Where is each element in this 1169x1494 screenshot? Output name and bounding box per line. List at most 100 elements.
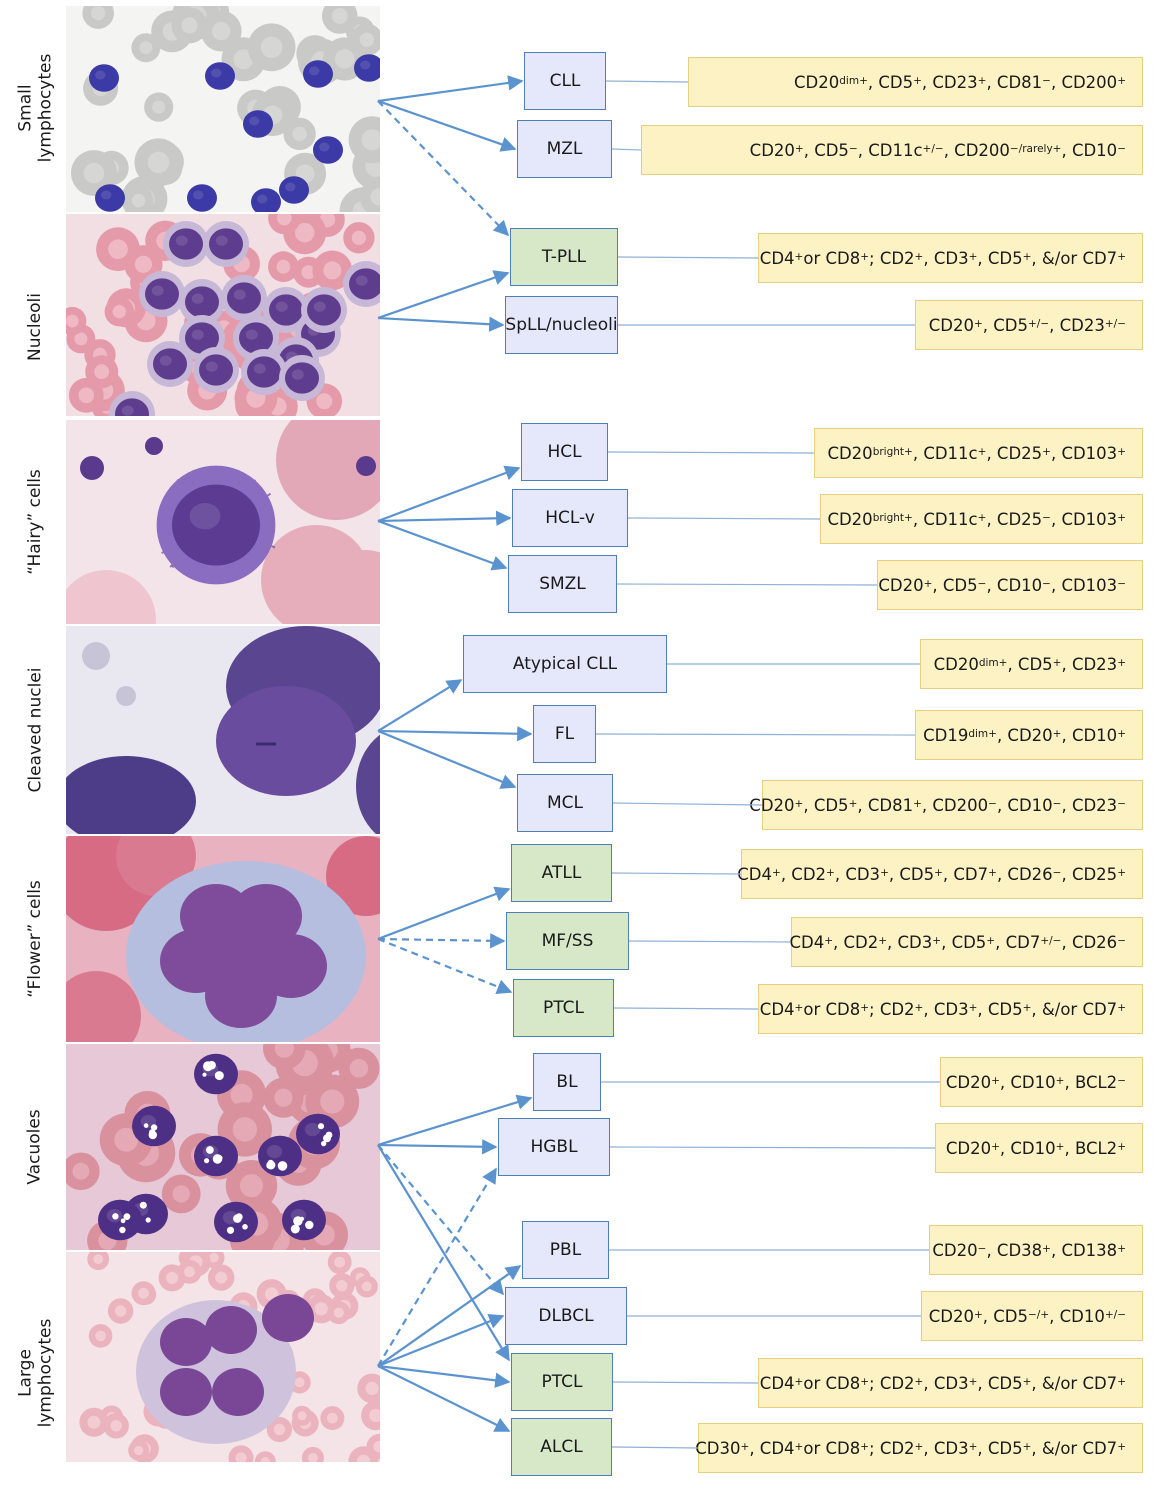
- arrow-vacuoles-to-bl: [377, 1094, 533, 1147]
- marker-name: , CD5: [982, 315, 1028, 335]
- marker-name: , CD5: [977, 1373, 1023, 1393]
- marker-name: , CD5: [803, 140, 849, 160]
- marker-name: , CD26: [1061, 932, 1118, 952]
- marker-name: , CD10: [999, 1072, 1056, 1092]
- arrow-small-lymphocytes-to-mzl: [377, 99, 517, 152]
- arrow-flower-cells-to-atll: [377, 886, 511, 941]
- marker-profile-hgbl: CD20+, CD10+, BCL2+: [935, 1123, 1143, 1173]
- marker-name: CD20: [827, 509, 873, 529]
- marker-name: , CD10: [1061, 140, 1118, 160]
- marker-profile-ptcl-2: CD4+ or CD8+; CD2+, CD3+, CD5+, &/or CD7…: [758, 1358, 1143, 1408]
- diagnosis-box-cll: CLL: [524, 52, 606, 110]
- marker-profile-t-pll: CD4+ or CD8+; CD2+, CD3+, CD5+, &/or CD7…: [758, 233, 1143, 283]
- marker-name: , &/or CD7: [1031, 1438, 1118, 1458]
- marker-name: , CD10: [986, 575, 1043, 595]
- connector-ptcl-1: [613, 1007, 759, 1010]
- marker-name: , CD26: [996, 864, 1053, 884]
- diagnosis-box-alcl: ALCL: [511, 1418, 612, 1476]
- arrow-hairy-cells-to-hcl: [377, 465, 521, 523]
- marker-profile-smzl: CD20+, CD5−, CD10−, CD103−: [877, 560, 1143, 610]
- marker-name: CD19: [923, 725, 969, 745]
- arrow-large-lymphocytes-to-ptcl-2: [377, 1364, 511, 1388]
- marker-name: , CD11c: [857, 140, 923, 160]
- marker-name: or CD8: [803, 999, 861, 1019]
- marker-name: , CD7: [995, 932, 1041, 952]
- marker-name: CD4: [759, 248, 795, 268]
- marker-name: CD4: [759, 999, 795, 1019]
- arrow-large-lymphocytes-to-dlbcl: [377, 1313, 505, 1368]
- connector-ptcl-2: [612, 1381, 759, 1384]
- diagnosis-box-ptcl-1: PTCL: [513, 979, 614, 1037]
- marker-name: , CD10: [996, 795, 1053, 815]
- blood-smear-large-lymphocytes: [66, 1252, 380, 1462]
- marker-name: CD20: [945, 1072, 992, 1092]
- marker-name: , CD5: [932, 575, 978, 595]
- arrow-nucleoli-to-spll-nucleoli: [377, 316, 505, 332]
- marker-name: , CD2: [833, 932, 879, 952]
- diagnosis-box-fl: FL: [533, 705, 596, 763]
- connector-mcl: [612, 802, 763, 806]
- marker-name: , CD4: [749, 1438, 795, 1458]
- marker-name: CD20: [878, 575, 924, 595]
- marker-name: , &/or CD7: [1031, 1373, 1118, 1393]
- marker-name: ; CD2: [869, 999, 915, 1019]
- marker-name: ; CD2: [869, 1438, 915, 1458]
- arrow-cleaved-nuclei-to-mcl: [377, 729, 517, 789]
- arrow-cleaved-nuclei-to-atypical-cll: [377, 679, 463, 732]
- diagnosis-box-hcl: HCL: [521, 423, 608, 481]
- marker-name: CD20: [749, 140, 795, 160]
- marker-name: , &/or CD7: [1031, 248, 1118, 268]
- marker-name: , CD200: [943, 140, 1010, 160]
- marker-name: , CD200: [921, 795, 989, 815]
- marker-name: CD20: [933, 654, 979, 674]
- diagnosis-box-mzl: MZL: [517, 120, 612, 178]
- connector-smzl: [616, 583, 878, 586]
- diagnosis-box-atll: ATLL: [511, 844, 612, 902]
- diagnosis-box-spll-nucleoli: SpLL/nucleoli: [505, 296, 618, 354]
- marker-name: , CD3: [923, 999, 969, 1019]
- marker-name: , CD23: [1061, 654, 1118, 674]
- arrow-vacuoles-to-ptcl-2: [377, 1144, 510, 1362]
- blood-smear-flower-cell: [66, 836, 380, 1042]
- marker-name: , CD23: [921, 72, 978, 92]
- marker-name: , CD5: [803, 795, 849, 815]
- arrow-small-lymphocytes-to-t-pll: [377, 100, 510, 237]
- marker-name: , CD5: [1007, 654, 1053, 674]
- marker-name: , CD81: [986, 72, 1043, 92]
- diagnosis-box-mf-ss: MF/SS: [506, 912, 629, 970]
- arrow-hairy-cells-to-smzl: [377, 519, 508, 571]
- connector-cll: [605, 80, 689, 83]
- marker-profile-spll-nucleoli: CD20+, CD5+/−, CD23+/−: [915, 300, 1143, 350]
- marker-name: ; CD2: [869, 1373, 915, 1393]
- marker-name: , CD3: [923, 1438, 969, 1458]
- marker-name: , CD103: [1050, 575, 1118, 595]
- arrow-large-lymphocytes-to-hgbl: [377, 1167, 497, 1367]
- diagnosis-box-pbl: PBL: [522, 1221, 609, 1279]
- marker-name: CD4: [737, 864, 772, 884]
- diagnosis-box-bl: BL: [533, 1053, 601, 1111]
- diagnosis-box-hgbl: HGBL: [498, 1118, 610, 1176]
- arrow-small-lymphocytes-to-cll: [377, 75, 524, 103]
- marker-name: CD4: [759, 1373, 795, 1393]
- marker-name: , CD3: [887, 932, 933, 952]
- blood-smear-nucleoli: [66, 214, 380, 416]
- blood-smear-hairy-cell: [66, 420, 380, 624]
- connector-mzl: [611, 148, 642, 151]
- marker-profile-atll: CD4+, CD2+, CD3+, CD5+, CD7+, CD26−, CD2…: [737, 849, 1143, 899]
- arrow-large-lymphocytes-to-alcl: [377, 1365, 511, 1432]
- marker-name: CD20: [794, 72, 840, 92]
- connector-hcl-v: [627, 517, 821, 520]
- marker-profile-pbl: CD20−, CD38+, CD138+: [929, 1225, 1143, 1275]
- marker-name: , BCL2: [1064, 1138, 1118, 1158]
- marker-name: , CD81: [857, 795, 914, 815]
- marker-name: , CD3: [923, 248, 969, 268]
- marker-name: , CD5: [888, 864, 935, 884]
- blood-smear-cleaved-nuclei: [66, 626, 380, 834]
- blood-smear-vacuoles: [66, 1044, 380, 1250]
- marker-name: , CD10: [999, 1138, 1056, 1158]
